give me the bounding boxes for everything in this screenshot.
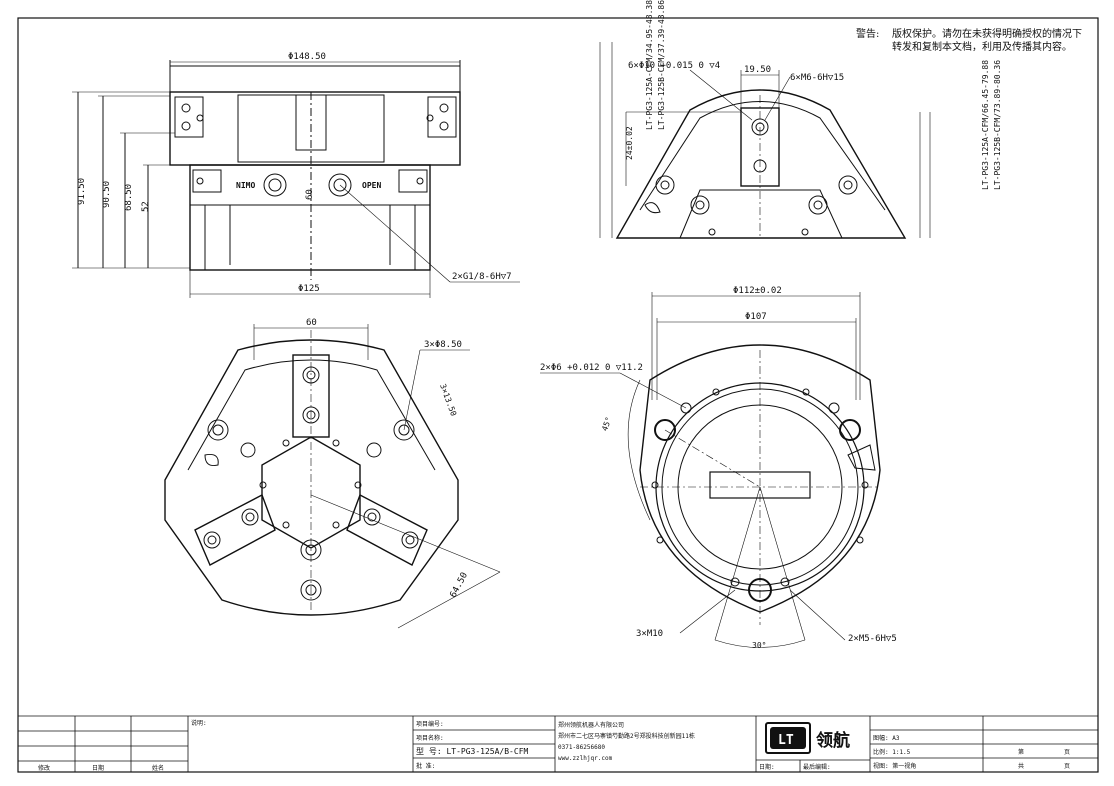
project-no: 项目编号: bbox=[416, 720, 444, 728]
side-h1: 91.50 bbox=[77, 178, 87, 205]
notes-label: 说明: bbox=[191, 719, 207, 727]
date-label: 日期: bbox=[759, 763, 775, 771]
sheet-border bbox=[17, 17, 1099, 773]
scale: 比例: 1:1.5 bbox=[873, 748, 911, 756]
top-holes-note: 3×Φ8.50 bbox=[424, 340, 462, 350]
model: 型 号: LT-PG3-125A/B-CFM bbox=[416, 747, 529, 756]
bottom-pin-note: 2×Φ6 +0.012 0 ▽11.2 bbox=[540, 363, 643, 373]
top-width: 60 bbox=[306, 318, 317, 328]
project-name: 项目名称: bbox=[416, 734, 444, 742]
total-unit: 页 bbox=[1064, 763, 1070, 770]
total-label: 共 bbox=[1018, 762, 1024, 770]
front-view: 6×Φ10 +0.015 0 ▽4 19.50 6×M6-6H▽15 24±0.… bbox=[599, 0, 1002, 239]
company-web: www.zzlhjqr.com bbox=[558, 755, 613, 762]
front-range-c: LT-PG3-125A-CFM/66.45-79.88 bbox=[981, 60, 990, 190]
side-view: Φ148.50 Φ125 91.50 90.50 68.50 52 60 2×G… bbox=[72, 52, 520, 298]
approve: 批 准: bbox=[416, 762, 435, 770]
front-height-tol: 24±0.02 bbox=[625, 126, 634, 160]
company-name: 郑州领航机器人有限公司 bbox=[558, 721, 624, 729]
title-block bbox=[18, 715, 1098, 772]
side-h3: 68.50 bbox=[124, 184, 134, 211]
front-range-b: LT-PG3-125B-CFM/37.39-43.86 bbox=[657, 0, 666, 130]
front-width: 19.50 bbox=[744, 65, 771, 75]
side-h4: 52 bbox=[141, 201, 151, 212]
side-dia-bottom: Φ125 bbox=[298, 284, 320, 294]
bottom-angle-bottom: 30° bbox=[752, 641, 766, 650]
side-port-note: 2×G1/8-6H▽7 bbox=[452, 272, 512, 282]
front-range-a: LT-PG3-125A-CFM/34.95-48.38 bbox=[645, 0, 654, 130]
bottom-thread-left: 3×M10 bbox=[636, 629, 663, 639]
title-block-text: 修改 日期 姓名 说明: 项目编号: 项目名称: 型 号: LT-PG3-125… bbox=[38, 719, 1070, 772]
logo-text: 领航 bbox=[816, 730, 850, 751]
bottom-view: Φ112±0.02 Φ107 2×Φ6 +0.012 0 ▽11.2 45° 3… bbox=[540, 286, 897, 650]
bottom-thread-right: 2×M5-6H▽5 bbox=[848, 634, 897, 644]
company-address: 郑州市二七区马寨镇芍勤路2号郑投科技创新园11栋 bbox=[558, 732, 695, 740]
front-thread-note: 6×M6-6H▽15 bbox=[790, 73, 844, 83]
bottom-angle-left: 45° bbox=[600, 416, 613, 433]
side-h2: 90.50 bbox=[102, 181, 112, 208]
side-port-label-left: NIMO bbox=[236, 181, 255, 190]
sheet-label: 第 bbox=[1018, 748, 1024, 756]
format: 图幅: A3 bbox=[873, 734, 900, 742]
view: 视图: 第一视角 bbox=[873, 762, 916, 770]
logo-mark: LT bbox=[778, 733, 794, 748]
company-phone: 0371-86256680 bbox=[558, 744, 605, 751]
side-dia-top: Φ148.50 bbox=[288, 52, 326, 62]
bottom-dia-outer: Φ112±0.02 bbox=[733, 286, 782, 296]
rev-header-change: 修改 bbox=[38, 764, 50, 772]
top-radius: 64.50 bbox=[449, 571, 471, 600]
side-port-label-right: OPEN bbox=[362, 181, 381, 190]
sheet-unit: 页 bbox=[1064, 749, 1070, 756]
top-slot: 3×13.50 bbox=[438, 383, 458, 418]
last-edit-label: 最后编辑: bbox=[803, 763, 831, 771]
top-view: 60 3×Φ8.50 3×13.50 64.50 bbox=[164, 318, 501, 629]
rev-header-name: 姓名 bbox=[152, 764, 164, 772]
rev-header-date: 日期 bbox=[92, 764, 104, 772]
front-range-d: LT-PG3-125B-CFM/73.89-80.36 bbox=[993, 60, 1002, 190]
warning-label: 警告: bbox=[856, 29, 880, 40]
side-h5: 60 bbox=[305, 189, 315, 200]
bottom-dia-inner: Φ107 bbox=[745, 312, 767, 322]
warning-line-1: 版权保护。请勿在未获得明确授权的情况下 bbox=[892, 29, 1082, 40]
warning-line-2: 转发和复制本文档，利用及传播其内容。 bbox=[892, 42, 1072, 53]
front-holes-note: 6×Φ10 +0.015 0 ▽4 bbox=[628, 61, 720, 71]
